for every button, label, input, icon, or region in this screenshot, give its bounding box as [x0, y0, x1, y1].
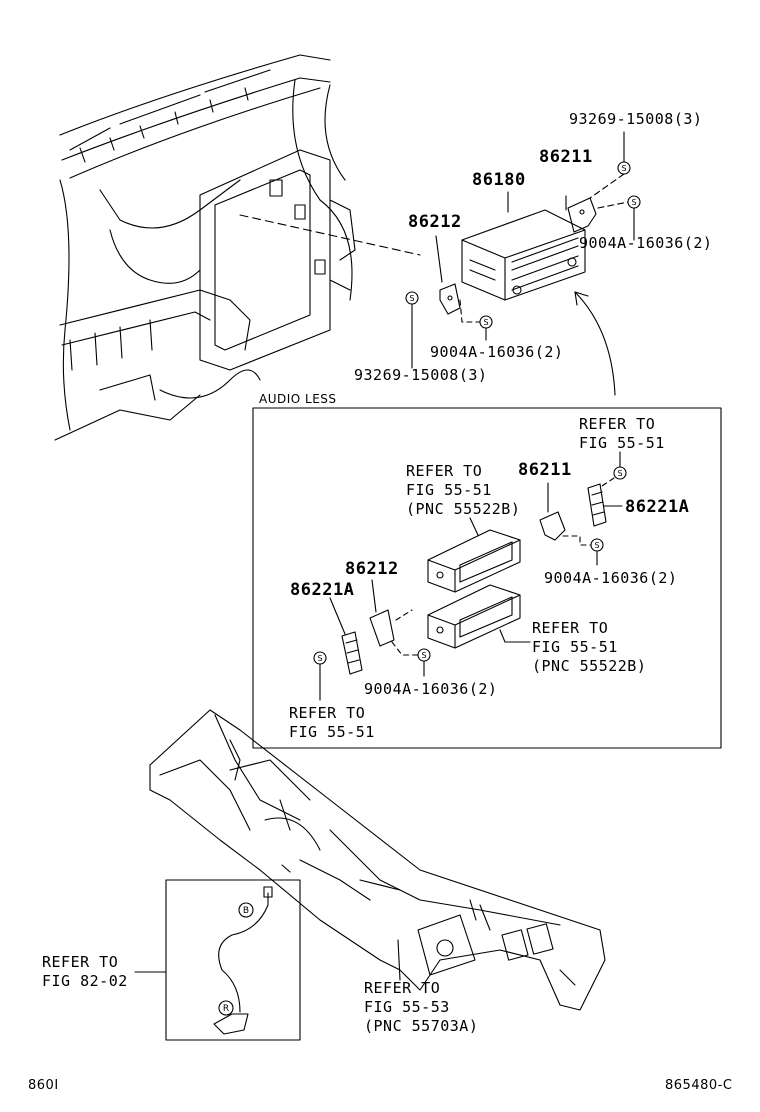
cowl-panel-drawing: [149, 709, 606, 1011]
footer-right-code: 865480-C: [665, 1078, 733, 1093]
marker-r: R: [223, 1004, 229, 1014]
label-86212: 86212: [408, 212, 462, 232]
label-box-86212: 86212: [345, 559, 399, 579]
refer-left-mid-line2: FIG 55-51: [406, 481, 492, 499]
label-93269-bottom: 93269-15008(3): [354, 366, 488, 384]
audio-less-title: AUDIO LESS: [259, 392, 337, 406]
bracket-86212: [439, 283, 461, 315]
wire-inset-frame: [165, 879, 301, 1041]
marker-b: B: [243, 906, 249, 916]
label-box-86221a-right: 86221A: [625, 497, 690, 517]
refer-left-mid-line3: (PNC 55522B): [406, 500, 521, 518]
refer-top-right-line1: REFER TO: [579, 415, 656, 433]
refer-55-53-line1: REFER TO: [364, 979, 441, 997]
refer-right-mid-line2: FIG 55-51: [532, 638, 618, 656]
refer-top-right-line2: FIG 55-51: [579, 434, 665, 452]
label-box-9004a-left: 9004A-16036(2): [364, 680, 498, 698]
svg-text:S: S: [594, 541, 599, 550]
refer-bottom-left-line2: FIG 55-51: [289, 723, 375, 741]
refer-bottom-left-line1: REFER TO: [289, 704, 366, 722]
refer-left-mid-line1: REFER TO: [406, 462, 483, 480]
refer-55-53-line2: FIG 55-53: [364, 998, 450, 1016]
label-box-9004a-right: 9004A-16036(2): [544, 569, 678, 587]
pocket-upper: [427, 529, 521, 593]
svg-text:S: S: [631, 198, 636, 207]
refer-55-53-line3: (PNC 55703A): [364, 1017, 479, 1035]
audio-less-frame: [252, 407, 722, 749]
label-9004a-left: 9004A-16036(2): [430, 343, 564, 361]
label-86180: 86180: [472, 170, 526, 190]
refer-right-mid-line1: REFER TO: [532, 619, 609, 637]
svg-text:S: S: [409, 294, 414, 303]
svg-text:S: S: [621, 164, 626, 173]
label-93269-top: 93269-15008(3): [569, 110, 703, 128]
svg-text:S: S: [421, 651, 426, 660]
footer-left-code: 860I: [28, 1078, 59, 1093]
svg-text:S: S: [617, 469, 622, 478]
label-box-86221a-left: 86221A: [290, 580, 355, 600]
refer-82-line2: FIG 82-02: [42, 972, 128, 990]
label-box-86211: 86211: [518, 460, 572, 480]
refer-right-mid-line3: (PNC 55522B): [532, 657, 647, 675]
refer-82-line1: REFER TO: [42, 953, 119, 971]
svg-text:S: S: [483, 318, 488, 327]
pocket-lower: [427, 584, 521, 649]
svg-text:S: S: [317, 654, 322, 663]
dashboard-drawing: [54, 54, 356, 441]
label-9004a-right: 9004A-16036(2): [579, 234, 713, 252]
bracket-86211: [567, 197, 597, 233]
label-86211: 86211: [539, 147, 593, 167]
head-unit-86180: [461, 209, 586, 301]
